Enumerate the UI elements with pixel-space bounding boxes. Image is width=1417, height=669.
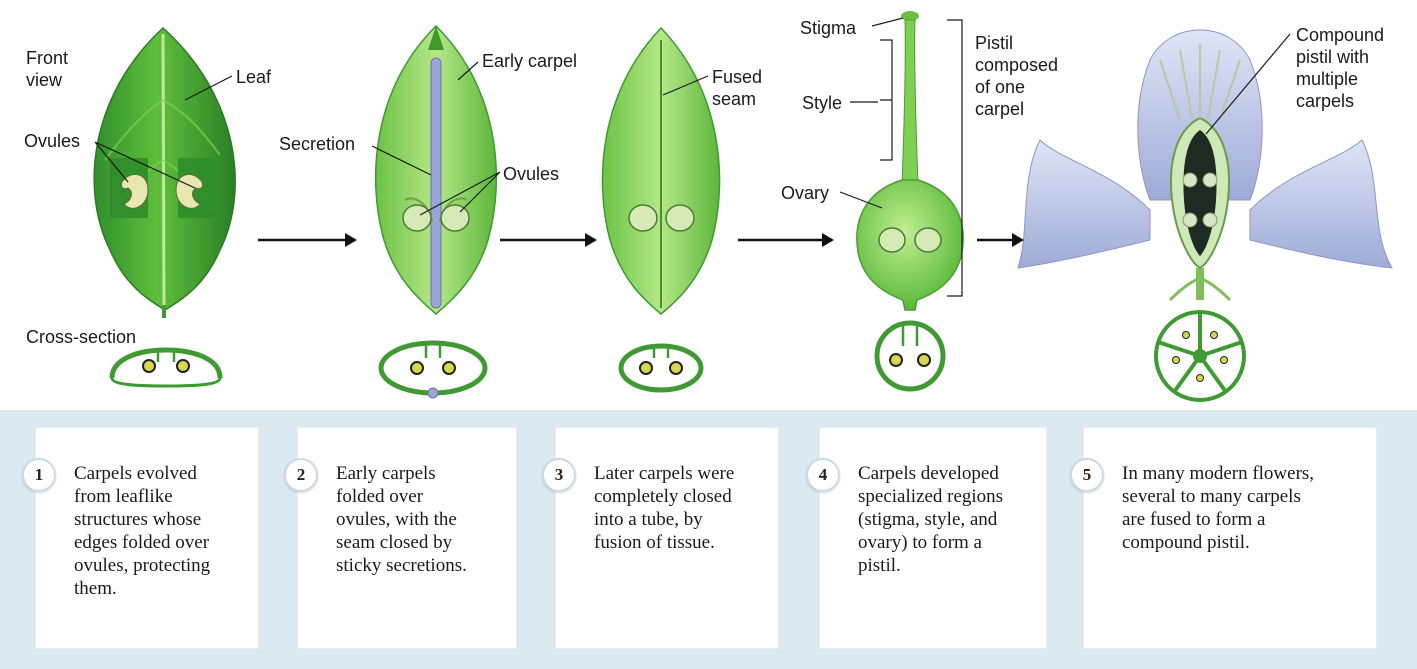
ovule-4a (878, 227, 906, 253)
stage-5-flower (1017, 29, 1393, 302)
ovule-left (121, 174, 149, 209)
step-text-4: Carpels developed specialized regions (s… (858, 463, 1004, 576)
step-card-1: 1 Carpels evolved from leaflike structur… (22, 428, 258, 648)
flower-stem (1196, 268, 1204, 300)
stage-3-fused-carpel (601, 26, 721, 315)
stigma-tip (901, 11, 919, 21)
ovule-3a (628, 204, 658, 232)
step-card-2: 2 Early carpels folded over ovules, with… (284, 428, 516, 648)
stage-4-pistil (856, 11, 964, 311)
leaf-midrib (161, 33, 166, 306)
petal-right (1249, 139, 1393, 269)
label-compound-pistil: Compound pistil with multiple carpels (1296, 25, 1385, 111)
label-stigma: Stigma (800, 18, 857, 38)
stage-1-leaf (93, 26, 236, 318)
step-number-3: 3 (542, 458, 576, 492)
label-early-carpel: Early carpel (482, 51, 578, 71)
label-front-view: Front view (26, 48, 69, 90)
label-ovules-stage2: Ovules (503, 164, 560, 184)
label-pistil-one-carpel: Pistil composed of one carpel (975, 33, 1059, 119)
step-card-5: 5 In many modern flowers, several to man… (1070, 428, 1376, 648)
stage-2-early-carpel (374, 24, 498, 315)
cross-section-1 (109, 347, 223, 379)
label-leaf: Leaf (236, 67, 272, 87)
cross-sections (109, 320, 946, 396)
secretion-seam (430, 57, 442, 309)
cross-section-3 (618, 343, 704, 393)
label-fused-seam: Fused seam (712, 67, 763, 109)
ovule-3b (665, 204, 695, 232)
style-tube (901, 19, 919, 186)
step-card-3: 3 Later carpels were completely closed i… (542, 428, 778, 648)
label-style: Style (802, 93, 843, 113)
label-cross-section: Cross-section (26, 327, 137, 347)
arrows (258, 233, 1024, 247)
step-text-2: Early carpels folded over ovules, with t… (336, 463, 467, 576)
step-text-1: Carpels evolved from leaflike structures… (74, 463, 211, 599)
ovary-body (856, 179, 964, 311)
ovule-4b (914, 227, 942, 253)
leaf-vein (104, 99, 221, 211)
step-text-3: Later carpels were completely closed int… (594, 463, 735, 553)
step-card-4: 4 Carpels developed specialized regions … (806, 428, 1046, 648)
label-ovary: Ovary (781, 183, 830, 203)
ovule-2b (440, 204, 470, 232)
step-text-5: In many modern flowers, several to many … (1122, 463, 1315, 553)
ovule-2a (402, 204, 432, 232)
cross-section-ovules (142, 353, 931, 399)
step-number-1: 1 (22, 458, 56, 492)
label-ovules-stage1: Ovules (24, 131, 81, 151)
leader-lines (94, 17, 1291, 297)
cross-section-2 (378, 340, 488, 396)
step-number-5: 5 (1070, 458, 1104, 492)
petal-left (1017, 139, 1151, 269)
label-secretion: Secretion (279, 134, 356, 154)
cross-section-4 (874, 320, 946, 392)
step-number-2: 2 (284, 458, 318, 492)
step-number-4: 4 (806, 458, 840, 492)
cross-section-5 (1154, 310, 1246, 402)
